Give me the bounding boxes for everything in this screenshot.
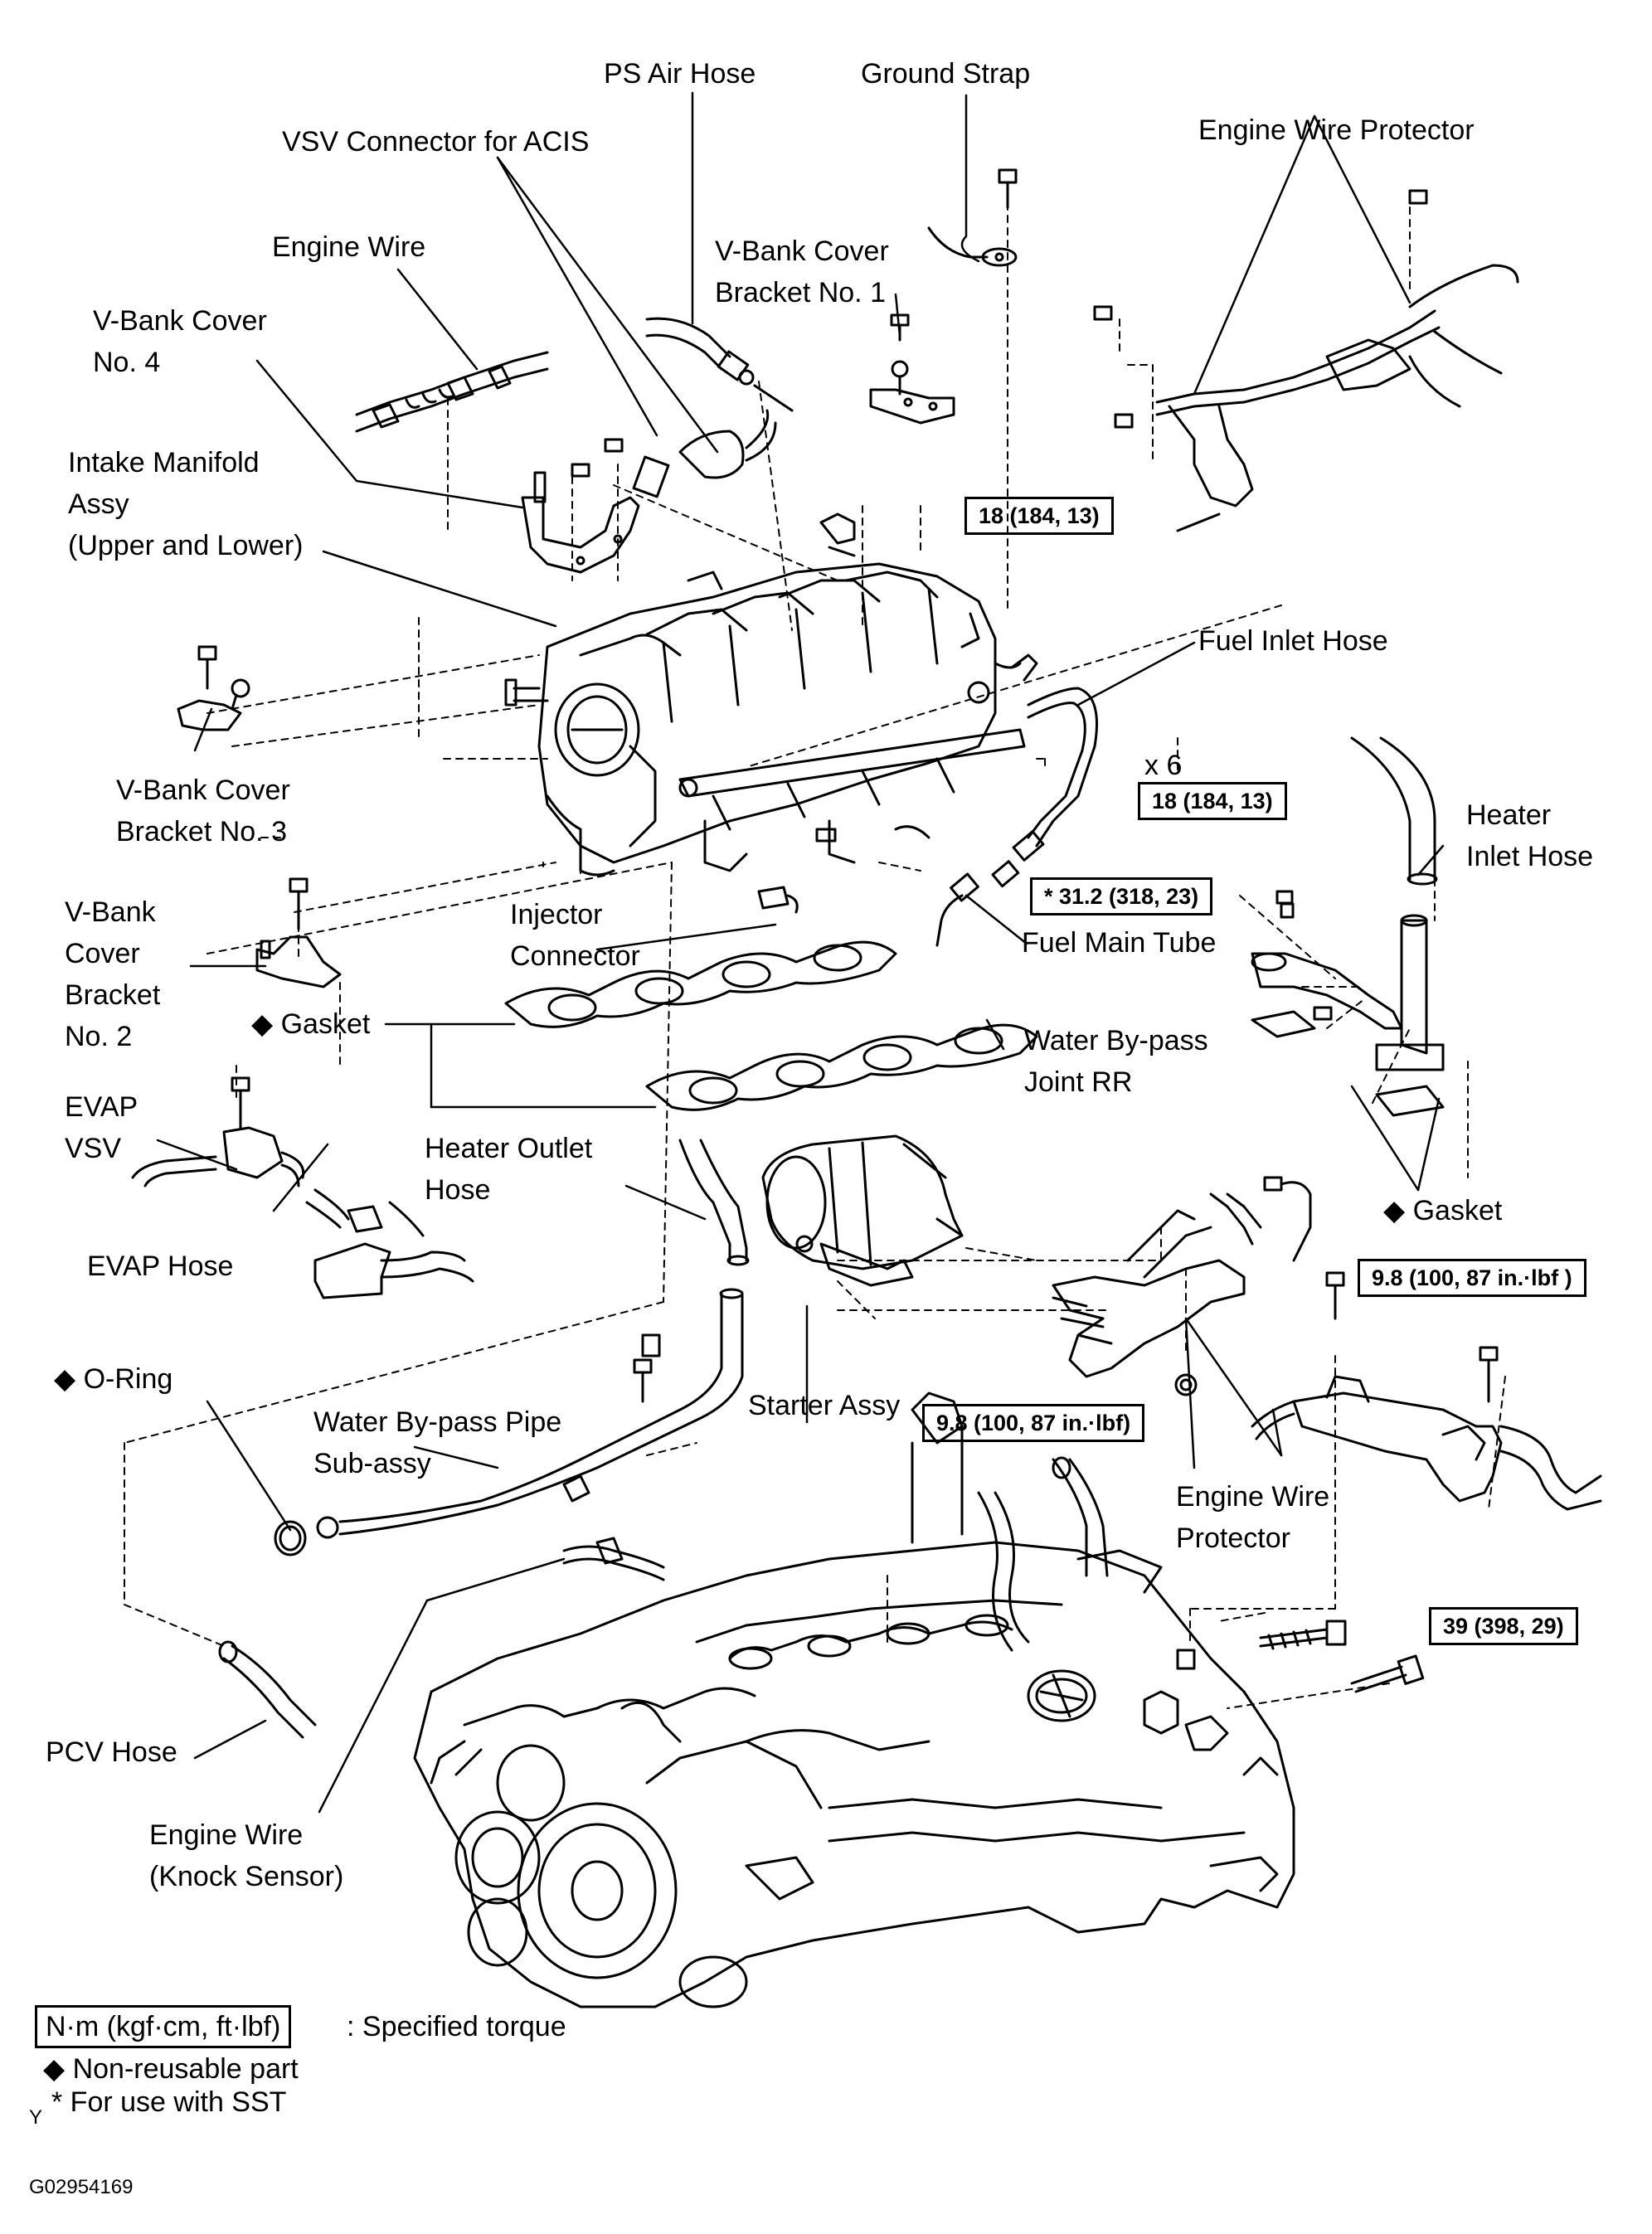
legend-unit-box: N·m (kgf·cm, ft·lbf) xyxy=(35,2005,292,2048)
torque-box-9-8-right: 9.8 (100, 87 in.·lbf ) xyxy=(1358,1259,1586,1297)
callout-gasket-left: ◆ Gasket xyxy=(251,1008,371,1040)
injector-connector-part xyxy=(757,886,799,914)
heater-outlet-hose-part xyxy=(678,1139,750,1266)
figure-id: G02954169 xyxy=(29,2176,134,2198)
v-bank-cover-4-part xyxy=(521,438,640,574)
callout-v-bank-cover-4: V-Bank Cover No. 4 xyxy=(93,305,267,378)
engine-block-part xyxy=(413,1391,1295,2008)
manifold-gaskets xyxy=(504,940,1038,1111)
pcv-hose-part xyxy=(218,1640,317,1739)
torque-box-39: 39 (398, 29) xyxy=(1429,1607,1578,1645)
callout-heater-inlet-hose: Heater Inlet Hose xyxy=(1466,799,1594,872)
v-bank-bracket-3-part xyxy=(177,645,250,731)
v-bank-bracket-1-part xyxy=(869,313,955,425)
callout-heater-outlet-hose: Heater Outlet Hose xyxy=(425,1133,593,1206)
o-ring-part xyxy=(274,1520,307,1557)
callout-v-bank-bracket-1: V-Bank Cover Bracket No. 1 xyxy=(715,236,889,308)
fuel-inlet-hose-part xyxy=(991,687,1098,888)
callout-o-ring: ◆ O-Ring xyxy=(54,1363,173,1395)
ps-air-hose-part xyxy=(645,317,794,412)
heater-inlet-hose-part xyxy=(1350,736,1438,886)
water-bypass-pipe-part xyxy=(316,1288,744,1539)
torque-box-18-mid: 18 (184, 13) xyxy=(1138,782,1287,820)
callout-fuel-main-tube: Fuel Main Tube xyxy=(1022,927,1217,959)
callout-water-bypass-joint: Water By-pass Joint RR xyxy=(1024,1025,1208,1098)
fuel-main-tube-part xyxy=(935,872,979,947)
callout-starter-assy: Starter Assy xyxy=(748,1390,901,1421)
intake-manifold-part xyxy=(504,512,1038,877)
callout-v-bank-bracket-3: V-Bank Cover Bracket No. 3 xyxy=(116,775,290,847)
legend-sst-mark: Y xyxy=(29,2106,43,2129)
engine-wire-protector-low-part xyxy=(1052,1176,1345,1396)
callout-engine-wire-knock: Engine Wire (Knock Sensor) xyxy=(149,1819,344,1892)
vsv-connector-part xyxy=(632,409,777,498)
torque-box-31: * 31.2 (318, 23) xyxy=(1030,877,1213,915)
callout-engine-wire: Engine Wire xyxy=(272,231,426,263)
starter-assy-part xyxy=(761,1134,964,1287)
water-bypass-joint-part xyxy=(1251,890,1445,1117)
callout-ps-air-hose: PS Air Hose xyxy=(604,58,756,90)
callout-evap-hose: EVAP Hose xyxy=(87,1251,234,1282)
callout-vsv-connector-acis: VSV Connector for ACIS xyxy=(282,126,590,158)
callout-v-bank-bracket-2: V-Bank Cover Bracket No. 2 xyxy=(65,896,161,1052)
callout-gasket-right: ◆ Gasket xyxy=(1383,1195,1503,1226)
callout-x6: x 6 xyxy=(1144,750,1183,781)
evap-vsv-part xyxy=(131,1076,474,1299)
alignment-dashed-lines xyxy=(124,202,1506,1709)
callout-injector-connector: Injector Connector xyxy=(510,899,640,972)
callout-pcv-hose: PCV Hose xyxy=(46,1736,177,1768)
engine-wire-part xyxy=(355,351,549,433)
callout-evap-vsv: EVAP VSV xyxy=(65,1091,138,1164)
callout-fuel-inlet-hose: Fuel Inlet Hose xyxy=(1198,625,1388,657)
legend-unit-desc: : Specified torque xyxy=(347,2011,566,2042)
engine-wire-protector-right-part xyxy=(1251,1346,1602,1511)
torque-box-9-8-mid: 9.8 (100, 87 in.·lbf) xyxy=(922,1404,1145,1442)
callout-engine-wire-protector-low: Engine Wire Protector xyxy=(1176,1481,1330,1554)
engine-wire-protector-top-part xyxy=(1093,189,1519,532)
callout-intake-manifold-assy: Intake Manifold Assy (Upper and Lower) xyxy=(68,447,304,561)
callout-engine-wire-protector-top: Engine Wire Protector xyxy=(1198,114,1475,146)
legend-sst: * For use with SST xyxy=(51,2086,287,2118)
torque-box-18-top: 18 (184, 13) xyxy=(964,497,1114,535)
engine-wire-knock-part xyxy=(562,1537,665,1581)
callout-ground-strap: Ground Strap xyxy=(861,58,1031,90)
bolts-39 xyxy=(1259,1620,1425,1693)
v-bank-bracket-2-part xyxy=(255,877,342,988)
legend-non-reusable: ◆ Non-reusable part xyxy=(43,2053,299,2085)
ground-strap-part xyxy=(927,168,1018,267)
callout-water-bypass-pipe: Water By-pass Pipe Sub-assy xyxy=(313,1406,562,1479)
